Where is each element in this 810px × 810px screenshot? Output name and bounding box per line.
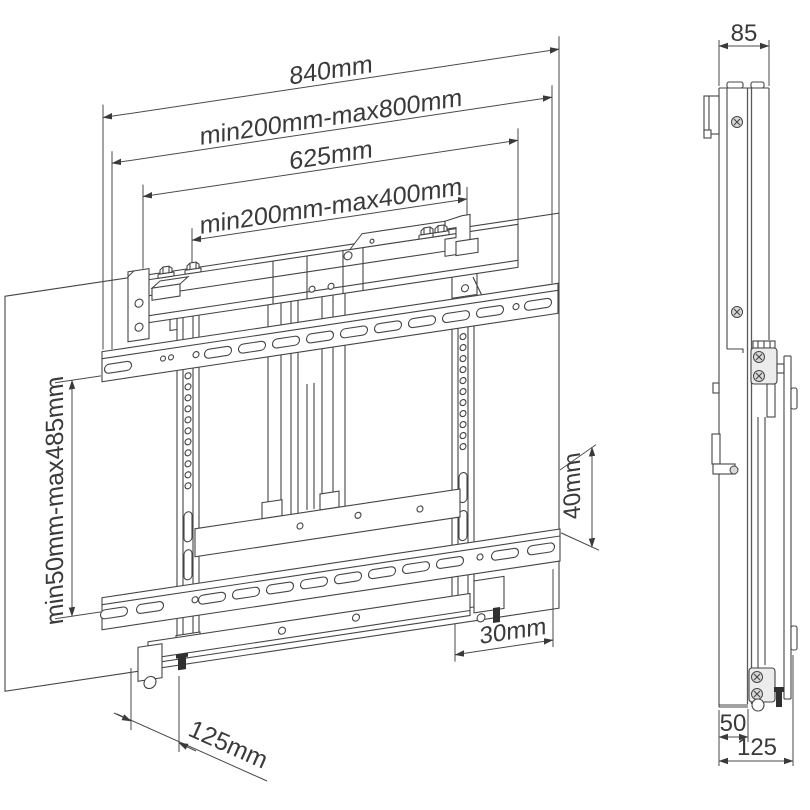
wall-bracket-top — [703, 95, 720, 135]
wall-rail-upper — [101, 282, 559, 383]
dimension-bottom-depth: 125mm — [113, 668, 272, 782]
vesa-rail-right — [451, 263, 505, 624]
dim-label-125mm: 125mm — [184, 715, 272, 774]
dimension-height-adjust-range: min50mm-max485mm — [41, 374, 101, 627]
screw-icon — [752, 350, 766, 364]
display-panel-outline — [4, 212, 560, 692]
side-column — [703, 81, 770, 708]
side-bottom-bracket — [748, 667, 784, 712]
lock-pin — [776, 690, 782, 707]
screw-icon — [752, 369, 766, 383]
vesa-holes-left — [184, 372, 192, 490]
bolt-icon — [184, 260, 202, 275]
dimension-top-depth: 85 — [718, 20, 770, 86]
dimension-total-depth: 125 — [718, 655, 794, 766]
lock-pin — [178, 656, 186, 671]
screw-icon — [730, 305, 744, 319]
rail-clip — [790, 387, 798, 410]
dim-label-85: 85 — [731, 20, 758, 47]
dimension-rail-height: 40mm — [559, 444, 600, 551]
roller-bracket — [137, 643, 163, 682]
dim-label-625mm: 625mm — [289, 135, 372, 175]
bottom-bar — [137, 592, 471, 690]
dim-label-50: 50 — [720, 710, 747, 737]
rail-foot-right — [473, 575, 505, 614]
left-flange — [151, 283, 181, 301]
wall-rail-lower — [99, 528, 561, 631]
crossbar-end-bracket-left — [127, 268, 190, 343]
dim-label-min50-max485: min50mm-max485mm — [41, 374, 69, 627]
stop-bracket — [711, 433, 721, 465]
screw-icon — [750, 670, 764, 684]
vesa-holes-right — [459, 332, 467, 451]
side-rear-rail — [783, 355, 798, 700]
dimension-inner-depth: 50 — [718, 709, 749, 766]
dim-label-125: 125 — [737, 734, 777, 761]
dim-label-840mm: 840mm — [289, 50, 372, 90]
crossbar-hook-right — [444, 213, 479, 257]
screw-icon — [730, 115, 744, 129]
rail-clip — [790, 625, 798, 651]
spring-clip — [472, 276, 483, 297]
top-crossbar — [127, 213, 519, 343]
roller-wheel — [751, 698, 765, 712]
side-clamp — [750, 340, 785, 418]
bolt-icon — [157, 264, 175, 279]
screw-icon — [750, 687, 764, 701]
back-cross-member — [194, 488, 461, 558]
front-view: 840mm min200mm-max800mm 625mm min200mm-m… — [4, 36, 600, 692]
dim-label-40mm: 40mm — [559, 451, 586, 522]
roller-wheel — [143, 675, 157, 690]
side-view: 85 — [703, 20, 798, 766]
